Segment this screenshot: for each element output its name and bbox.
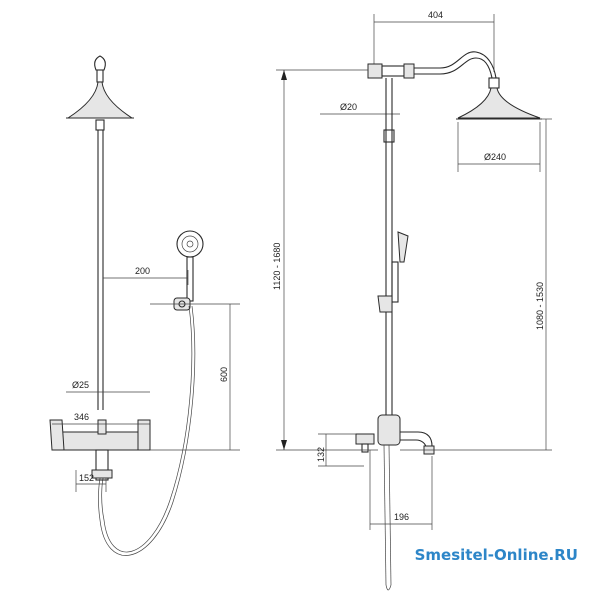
front-hose-inner (98, 305, 196, 556)
dim-head-diameter: Ø240 (484, 152, 506, 162)
dim-mixer-width: 346 (74, 412, 89, 422)
front-hose-outer (101, 305, 193, 553)
side-mixer (355, 414, 435, 455)
dim-top-width: 404 (428, 10, 443, 20)
dim-spout-length: 196 (394, 512, 409, 522)
dim-holder-offset: 200 (135, 266, 150, 276)
side-shower-arm (367, 51, 497, 79)
side-hose-right (388, 444, 392, 586)
watermark: Smesitel-Online.RU (414, 546, 578, 564)
front-shower-head (66, 55, 134, 131)
dim-holder-height: 600 (219, 367, 229, 382)
side-view: 404 Ø240 Ø20 (272, 10, 552, 591)
front-hand-shower (173, 230, 204, 311)
dim-mixer-spacing: 152 (79, 473, 94, 483)
side-hand-shower (377, 231, 409, 313)
side-shower-head (456, 77, 542, 120)
dim-bottom-height: 132 (316, 447, 326, 462)
dim-left-height: 1120 - 1680 (272, 243, 282, 290)
front-mixer (49, 419, 151, 481)
dim-pipe-diameter: Ø25 (72, 380, 89, 390)
dim-right-height: 1080 - 1530 (535, 282, 545, 330)
dim-arm-diameter: Ø20 (340, 102, 357, 112)
side-hose-left (383, 444, 387, 586)
front-view: 200 600 Ø25 346 152 (49, 55, 240, 556)
